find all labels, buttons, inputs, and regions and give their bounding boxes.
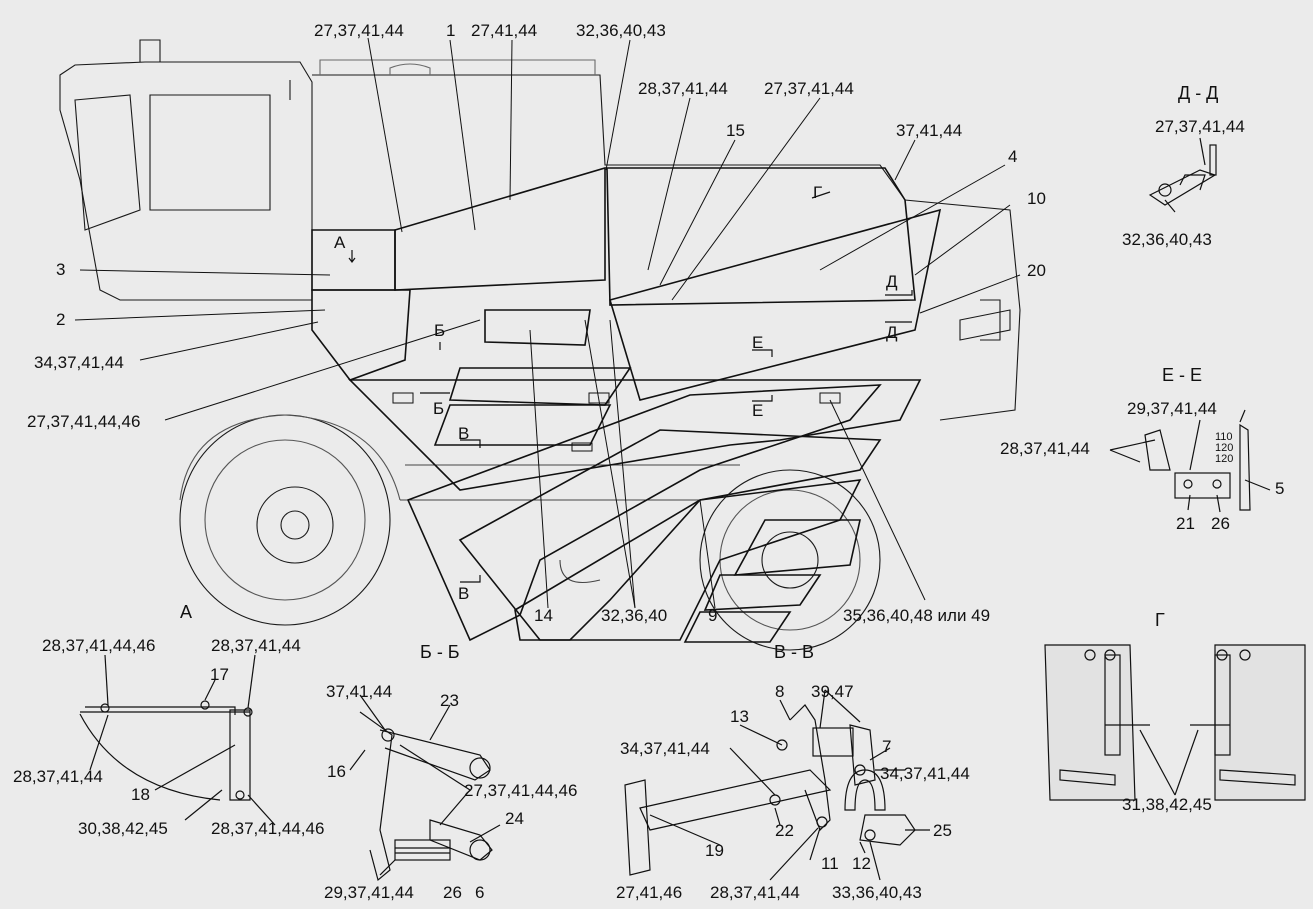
view-bb-title: Б - Б — [420, 642, 460, 662]
panel-10 — [608, 208, 942, 401]
view-vv-label-11: 11 — [821, 854, 839, 873]
callout-32-36-40-43: 32,36,40,43 — [576, 21, 666, 40]
view-ee-label-29: 29,37,41,44 — [1127, 399, 1217, 418]
front-wheel — [699, 469, 881, 651]
view-ee-scale-2: 120 — [1215, 442, 1234, 454]
view-bb-label-29: 29,37,41,44 — [324, 883, 414, 902]
section-mark-v-top: В — [458, 424, 470, 443]
detail-g — [1044, 644, 1306, 801]
panel-small-e — [683, 611, 792, 643]
panel-4 — [606, 167, 916, 306]
detail-vv — [624, 689, 930, 881]
view-vv-label-22: 22 — [775, 821, 794, 840]
section-mark-d-bottom: Д — [886, 323, 898, 342]
callout-20: 20 — [1027, 261, 1046, 280]
callout-35-36-40-48: 35,36,40,48 или 49 — [843, 606, 991, 625]
view-vv-label-33: 33,36,40,43 — [832, 883, 922, 902]
view-ee-label-5: 5 — [1275, 479, 1285, 498]
view-vv-label-27: 27,41,46 — [616, 883, 683, 902]
view-a-label-4: 28,37,41,44,46 — [211, 819, 325, 838]
cabin-door — [74, 94, 141, 231]
detail-a — [79, 654, 276, 826]
view-bb-label-23: 23 — [440, 691, 459, 710]
view-vv-label-8: 8 — [775, 682, 785, 701]
view-ee-label-26: 26 — [1211, 514, 1230, 533]
view-a-title: А — [180, 602, 193, 622]
callout-15: 15 — [726, 121, 745, 140]
view-bb-label-37: 37,41,44 — [326, 682, 393, 701]
section-mark-e-bottom: Е — [752, 401, 764, 420]
callout-14: 14 — [534, 606, 553, 625]
callout-9: 9 — [708, 606, 718, 625]
panel-small-c — [733, 519, 861, 576]
view-a-label-30: 30,38,42,45 — [78, 819, 168, 838]
shield-panels — [311, 166, 942, 643]
view-vv-label-34-right: 34,37,41,44 — [880, 764, 970, 783]
view-dd-label-2: 32,36,40,43 — [1122, 230, 1212, 249]
callout-28-37-41-44: 28,37,41,44 — [638, 79, 728, 98]
panel-small-d — [703, 574, 822, 611]
view-bb-label-27: 27,37,41,44,46 — [464, 781, 578, 800]
callout-10: 10 — [1027, 189, 1046, 208]
panel-14 — [406, 384, 882, 642]
section-mark-v-bottom: В — [458, 584, 470, 603]
callout-27-37-41-44-46: 27,37,41,44,46 — [27, 412, 141, 431]
view-vv-label-34-left: 34,37,41,44 — [620, 739, 710, 758]
view-dd-label-1: 27,37,41,44 — [1155, 117, 1245, 136]
view-vv-label-25: 25 — [933, 821, 952, 840]
view-a-label-2: 28,37,41,44 — [211, 636, 301, 655]
detail-bb — [349, 694, 501, 882]
callout-2: 2 — [56, 310, 66, 329]
view-vv-label-7: 7 — [882, 737, 892, 756]
view-ee-title: Е - Е — [1162, 365, 1203, 385]
detail-ee — [1109, 409, 1271, 513]
view-dd-title: Д - Д — [1178, 83, 1219, 103]
section-mark-b-bottom: Б — [433, 399, 445, 418]
panel-small-b — [433, 404, 612, 446]
view-vv-label-12: 12 — [852, 854, 871, 873]
callout-34-37-41-44: 34,37,41,44 — [34, 353, 124, 372]
view-vv-label-13: 13 — [730, 707, 749, 726]
view-ee-scale-1: 110 — [1215, 431, 1233, 443]
panel-inner — [484, 309, 591, 346]
view-g-title: Г — [1155, 610, 1165, 630]
section-mark-d-top: Д — [886, 272, 898, 291]
section-mark-g: Г — [813, 183, 823, 202]
section-mark-a: А — [334, 233, 346, 252]
view-bb-label-16: 16 — [327, 762, 346, 781]
cabin-window — [149, 94, 271, 211]
callout-27-41-44: 27,41,44 — [471, 21, 538, 40]
view-vv-label-39: 39,47 — [811, 682, 854, 701]
callout-27-37-41-44-mid: 27,37,41,44 — [764, 79, 854, 98]
view-vv-title: В - В — [774, 642, 815, 662]
view-vv-label-19: 19 — [705, 841, 724, 860]
view-bb-label-26: 26 — [443, 883, 462, 902]
view-ee-label-21: 21 — [1176, 514, 1195, 533]
view-a-label-17: 17 — [210, 665, 229, 684]
callout-37-41-44: 37,41,44 — [896, 121, 963, 140]
view-g-label-31: 31,38,42,45 — [1122, 795, 1212, 814]
callout-3: 3 — [56, 260, 66, 279]
view-ee-label-28: 28,37,41,44 — [1000, 439, 1090, 458]
section-arrows — [348, 191, 913, 583]
view-bb-label-24: 24 — [505, 809, 524, 828]
view-a-label-18: 18 — [131, 785, 150, 804]
view-bb-label-6: 6 — [475, 883, 485, 902]
callout-27-37-41-44: 27,37,41,44 — [314, 21, 404, 40]
section-mark-e-top: Е — [752, 333, 764, 352]
section-mark-b-top: Б — [434, 321, 446, 340]
view-a-label-1: 28,37,41,44,46 — [42, 636, 156, 655]
callout-32-36-40: 32,36,40 — [601, 606, 668, 625]
panel-lower-front — [348, 379, 922, 491]
view-ee-scale-3: 120 — [1215, 453, 1234, 465]
view-a-label-3: 28,37,41,44 — [13, 767, 103, 786]
callout-4: 4 — [1008, 147, 1018, 166]
view-vv-label-28: 28,37,41,44 — [710, 883, 800, 902]
panel-19 — [514, 479, 862, 641]
callout-1: 1 — [446, 21, 456, 40]
leader-lines — [74, 37, 1021, 609]
detail-dd — [1148, 137, 1217, 213]
